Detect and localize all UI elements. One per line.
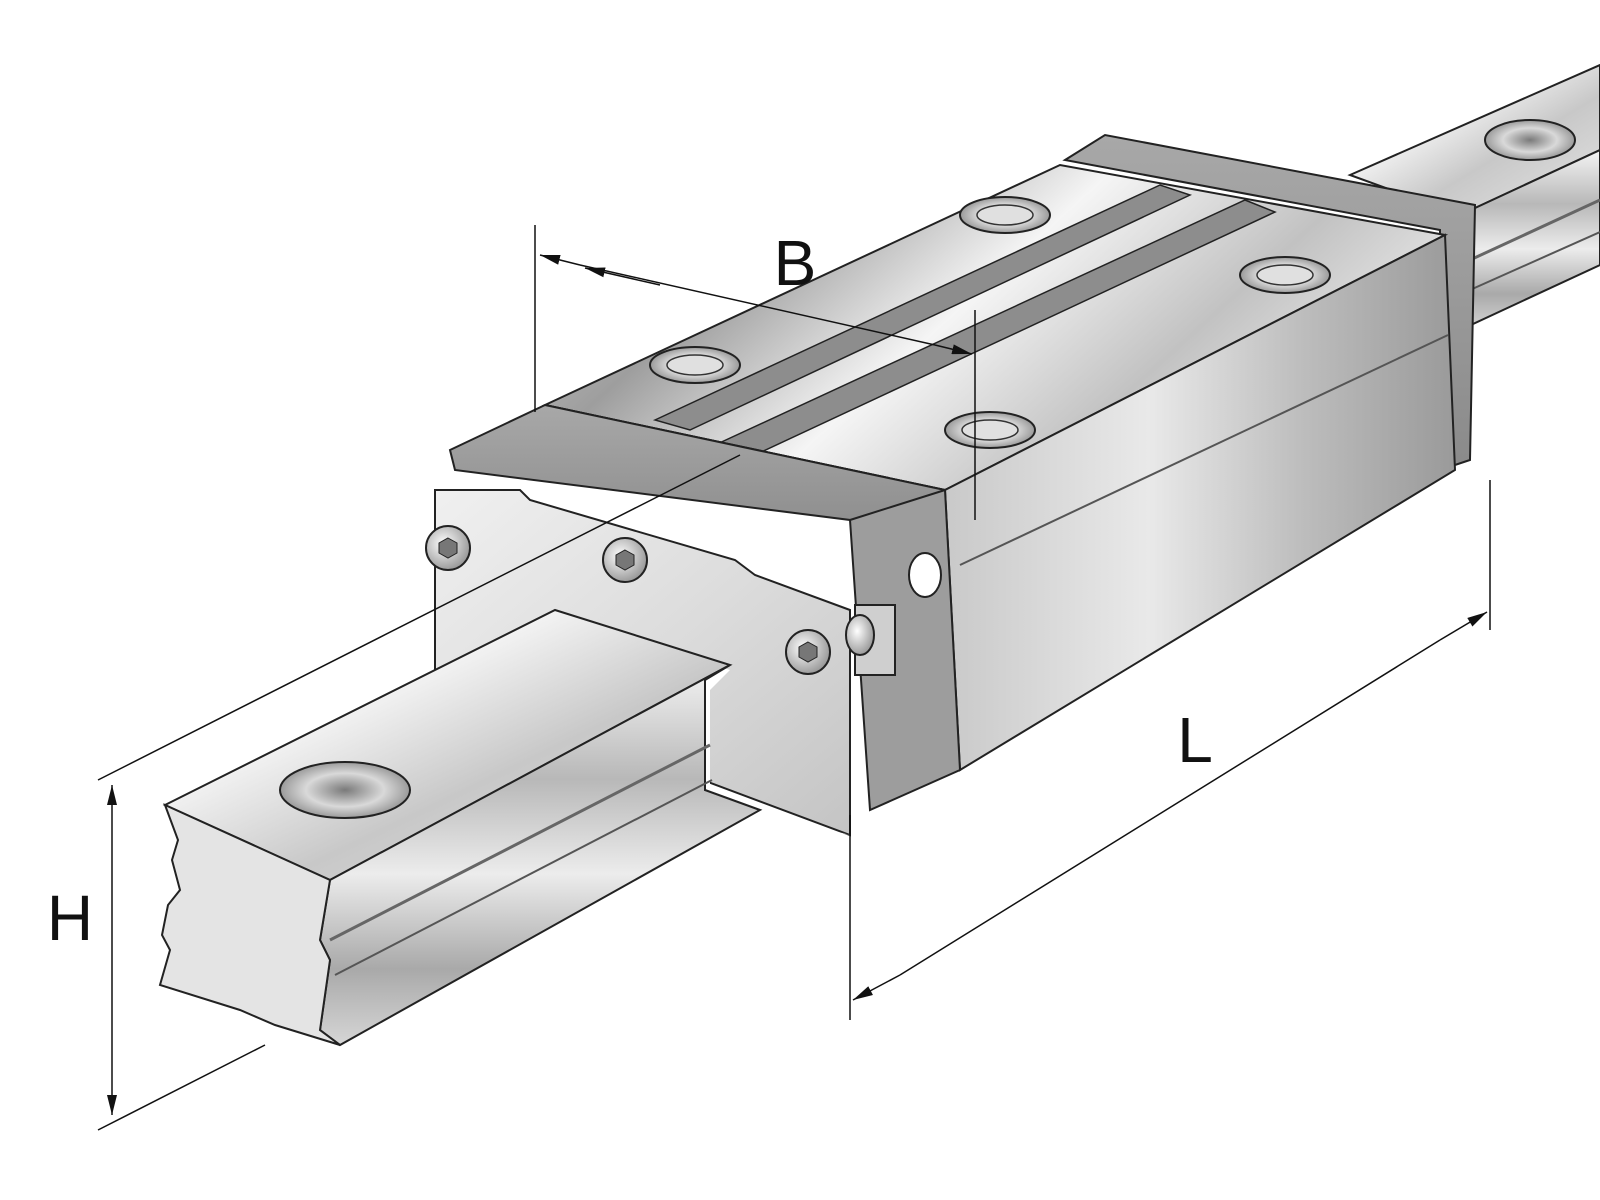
threaded-hole [944, 411, 1036, 449]
threaded-hole [1239, 256, 1331, 294]
dimension-l-label: L [1177, 704, 1213, 776]
rail-mounting-hole [279, 761, 411, 819]
rail-front [158, 608, 763, 1047]
rail-mounting-hole [1484, 119, 1576, 161]
socket-screw [785, 629, 831, 675]
rail-back [1347, 63, 1600, 332]
dimension-h: H [47, 454, 741, 1131]
threaded-hole [959, 196, 1051, 234]
dimension-b-label: B [774, 227, 817, 299]
dimension-h-label: H [47, 882, 93, 954]
dimension-l: L [849, 480, 1491, 1020]
dimension-b: B [534, 225, 976, 520]
socket-screw [425, 525, 471, 571]
socket-screw [602, 537, 648, 583]
threaded-hole [649, 346, 741, 384]
